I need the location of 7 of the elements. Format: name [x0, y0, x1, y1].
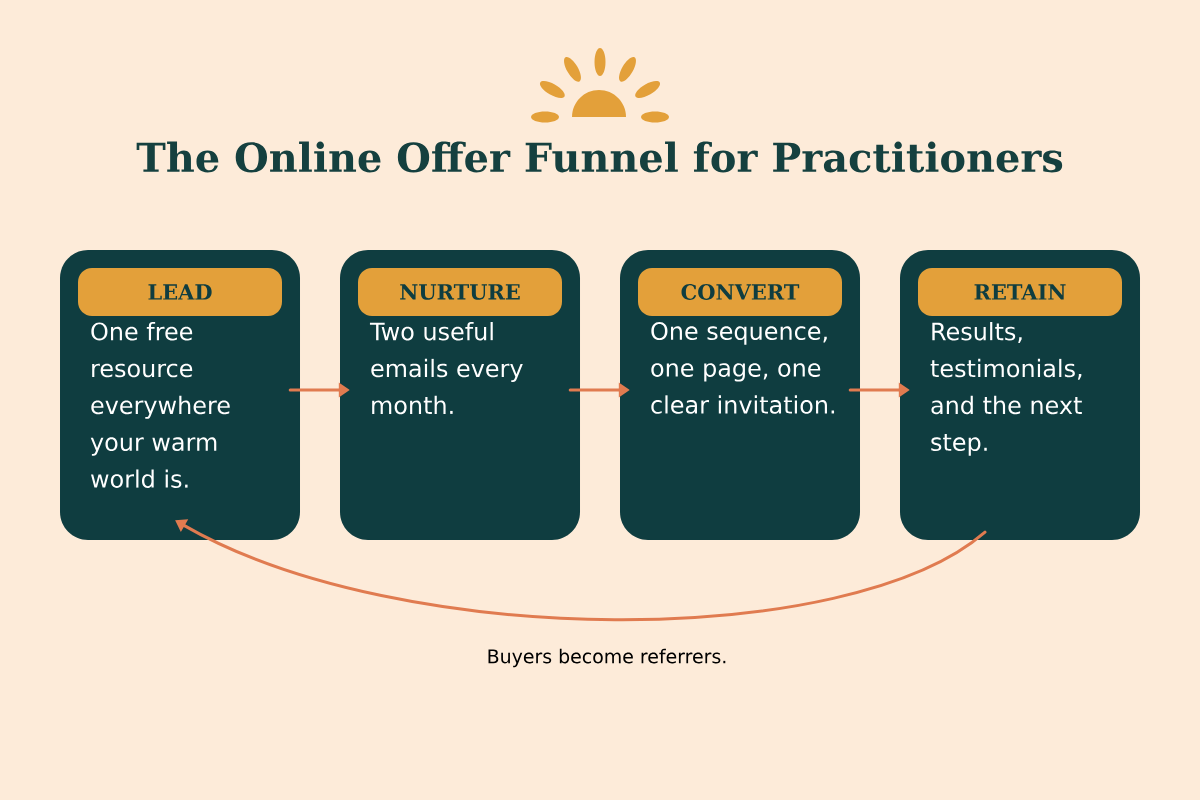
- step-label: LEAD: [78, 268, 282, 316]
- return-arrow: [175, 519, 987, 622]
- step-label: NURTURE: [358, 268, 562, 316]
- title: The Online Offer Funnel for Practitioners: [136, 141, 1063, 173]
- step-label: CONVERT: [638, 268, 842, 316]
- step-label: RETAIN: [918, 268, 1122, 316]
- edge-label: Buyers become referrers.: [484, 646, 730, 670]
